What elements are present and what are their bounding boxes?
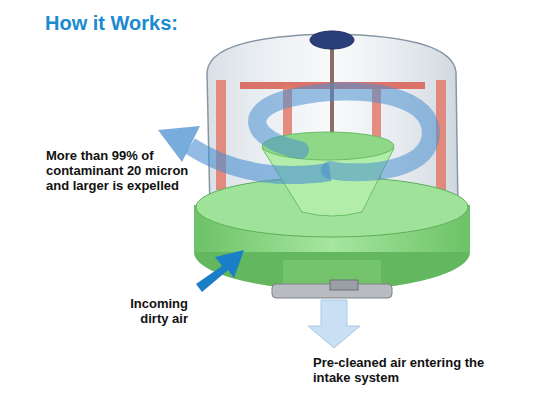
vane	[216, 80, 226, 190]
top-cap	[310, 31, 354, 49]
outgoing-arrow	[308, 300, 360, 348]
heading: How it Works:	[45, 12, 178, 35]
expel-arrow	[190, 146, 330, 175]
swirl-arrow	[257, 91, 431, 172]
callout-label: Pre-cleaned air entering the intake syst…	[313, 355, 498, 385]
clamp-screw	[330, 280, 358, 290]
incoming-arrow	[196, 250, 244, 292]
callout-label: More than 99% of contaminant 20 micron a…	[46, 148, 211, 193]
callout-label: Incoming dirty air	[116, 296, 188, 326]
expel-arrowhead	[158, 126, 200, 162]
